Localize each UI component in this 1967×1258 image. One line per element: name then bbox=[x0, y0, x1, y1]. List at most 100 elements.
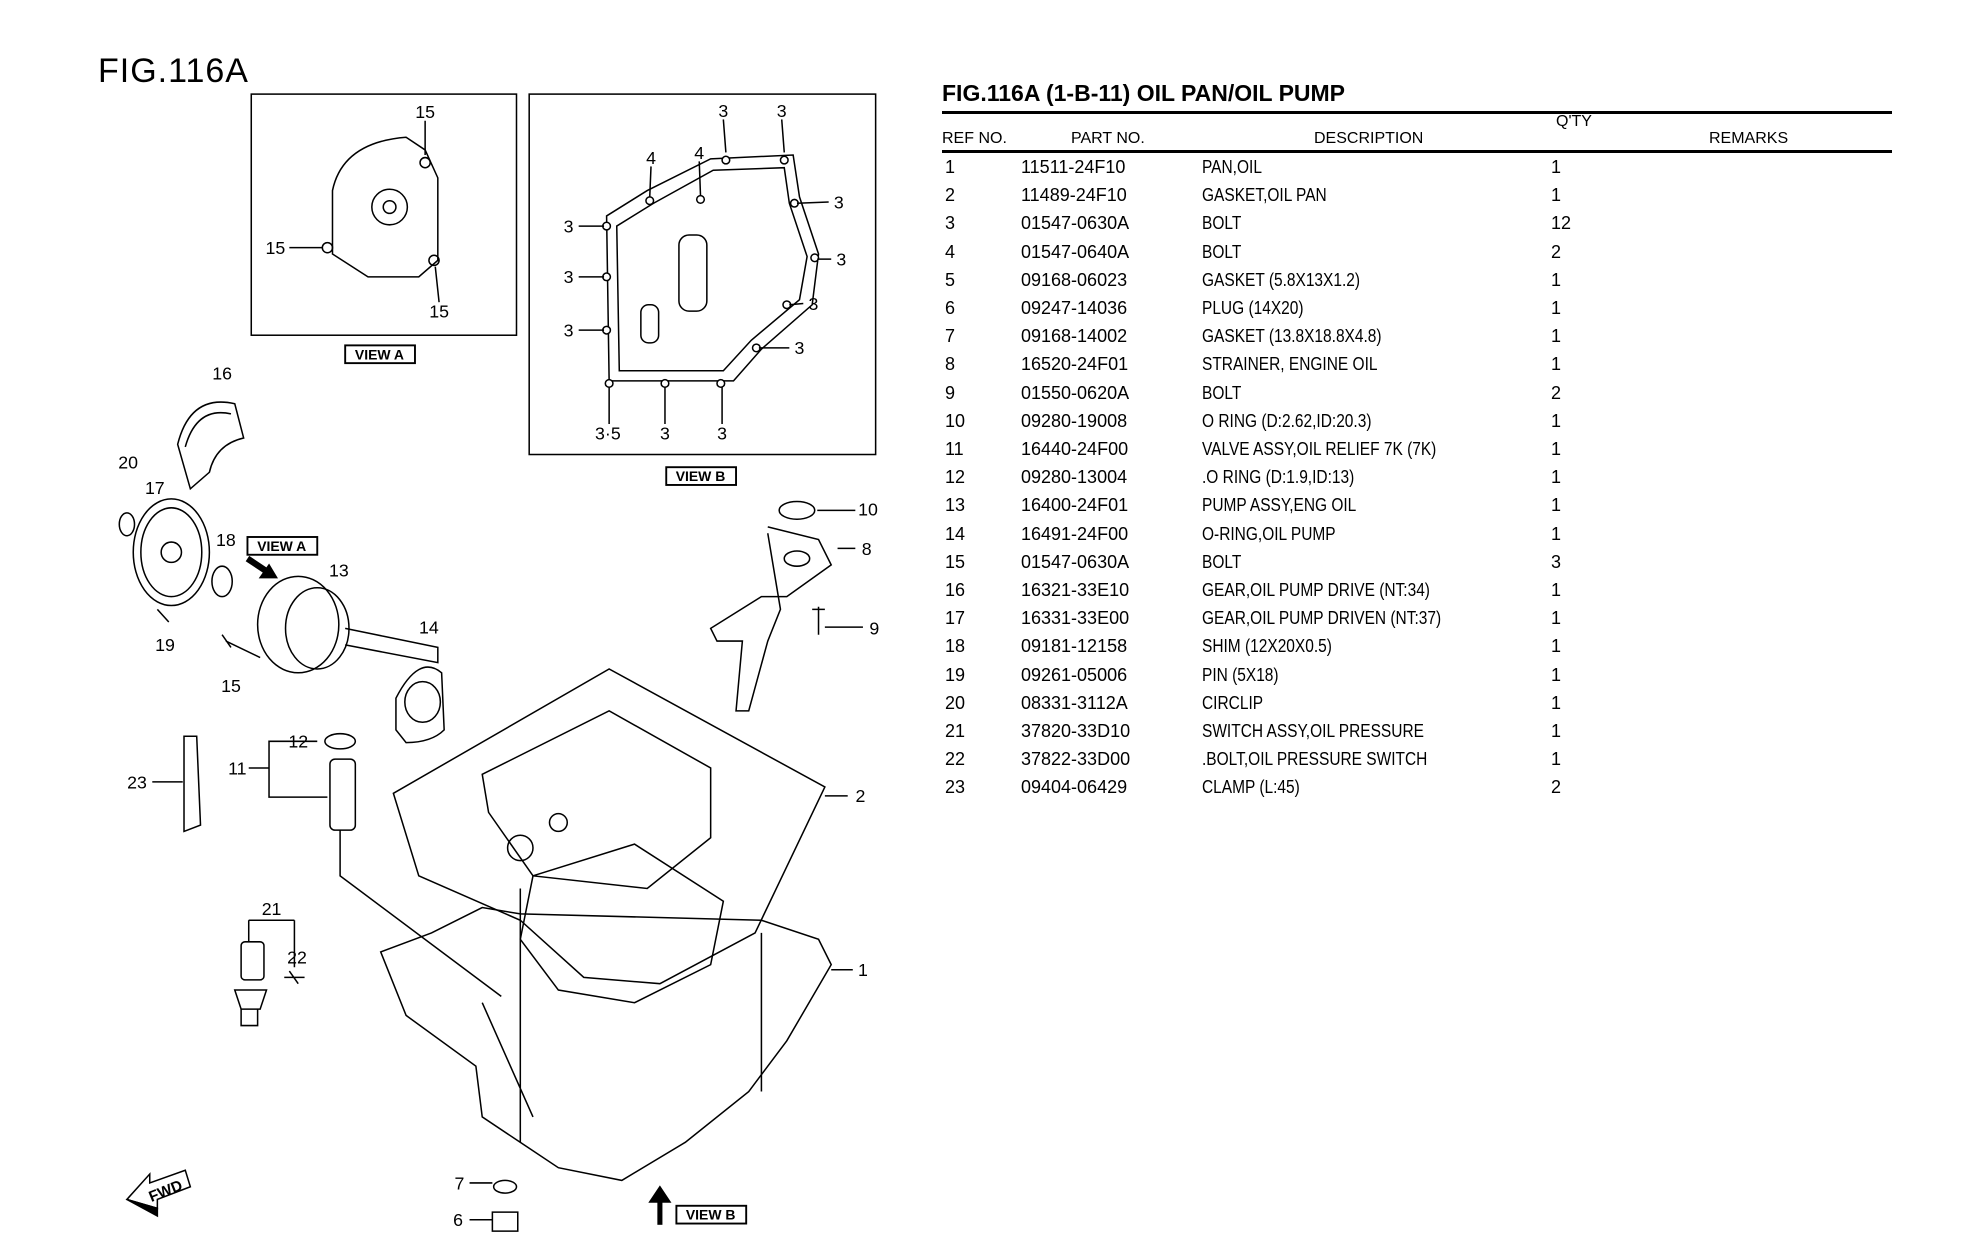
view-a-frame bbox=[250, 93, 518, 336]
callout: 15 bbox=[429, 301, 449, 321]
plug-6 bbox=[469, 1182, 519, 1232]
callout: 3 bbox=[660, 423, 670, 443]
ref-cell: 6 bbox=[945, 298, 956, 318]
part-no-cell: 16321-33E10 bbox=[1021, 580, 1130, 600]
qty-cell: 1 bbox=[1551, 608, 1562, 629]
callout: 19 bbox=[155, 635, 175, 655]
part-no-cell: 16331-33E00 bbox=[1021, 608, 1130, 629]
ref-cell: 16 bbox=[945, 580, 966, 600]
header-rule bbox=[942, 150, 1892, 153]
description-cell: GEAR,OIL PUMP DRIVE (NT:34) bbox=[1202, 580, 1430, 600]
header-ref: REF NO. bbox=[942, 130, 1007, 147]
callout: 8 bbox=[862, 539, 872, 559]
o-ring-14 bbox=[395, 666, 445, 744]
driven-gear-17 bbox=[132, 498, 211, 607]
ref-cell: 18 bbox=[945, 636, 966, 657]
callout: 15 bbox=[221, 676, 241, 696]
callout: 15 bbox=[266, 238, 286, 258]
view-b-gasket-outline bbox=[605, 154, 820, 382]
part-no-cell: 01547-0630A bbox=[1021, 213, 1130, 234]
pin-19 bbox=[156, 608, 170, 623]
header-qty: Q'TY bbox=[1556, 113, 1592, 130]
clamp-23 bbox=[183, 735, 202, 833]
description-cell: STRAINER, ENGINE OIL bbox=[1202, 354, 1378, 375]
callouts: 15 15 15 3 3 4 4 3 3 3 3 3 3 3 3·5 3 3 1… bbox=[118, 101, 879, 1230]
callout: 3 bbox=[809, 294, 819, 314]
ref-cell: 11 bbox=[945, 439, 964, 459]
qty-cell: 1 bbox=[1551, 664, 1562, 685]
callout: 3 bbox=[564, 267, 574, 287]
callout: 18 bbox=[216, 530, 236, 550]
qty-cell: 1 bbox=[1551, 410, 1562, 431]
callout: 12 bbox=[288, 732, 308, 752]
callout: 1 bbox=[858, 960, 868, 980]
qty-cell: 1 bbox=[1551, 495, 1562, 516]
ref-cell: 20 bbox=[945, 692, 966, 713]
callout: 22 bbox=[287, 947, 307, 967]
qty-cell: 3 bbox=[1551, 551, 1562, 572]
view-b-arrow-label: VIEW B bbox=[686, 1207, 736, 1223]
callout: 3 bbox=[795, 338, 805, 358]
strainer-8 bbox=[709, 526, 833, 712]
part-no-cell: 01550-0620A bbox=[1021, 382, 1130, 403]
part-no-cell: 16440-24F00 bbox=[1021, 439, 1129, 459]
part-no-cell: 11511-24F10 bbox=[1021, 157, 1126, 177]
description-cell: BOLT bbox=[1202, 382, 1242, 403]
part-no-cell: 09168-14002 bbox=[1021, 326, 1128, 347]
ref-cell: 22 bbox=[945, 749, 966, 770]
part-no-cell: 09404-06429 bbox=[1021, 777, 1128, 798]
qty-cell: 1 bbox=[1551, 721, 1562, 741]
callout: 21 bbox=[262, 899, 282, 919]
description-cell: PLUG (14X20) bbox=[1202, 298, 1304, 318]
description-cell: GASKET (13.8X18.8X4.8) bbox=[1202, 326, 1382, 347]
header-part: PART NO. bbox=[1071, 130, 1145, 147]
callout: 15 bbox=[415, 102, 435, 122]
ref-cell: 5 bbox=[945, 269, 956, 290]
bolt-9 bbox=[812, 606, 825, 635]
description-cell: SHIM (12X20X0.5) bbox=[1202, 636, 1332, 657]
header-description: DESCRIPTION bbox=[1314, 130, 1424, 147]
table-row: 16 16321-33E10 GEAR,OIL PUMP DRIVE (NT:34)… bbox=[0, 580, 1967, 608]
qty-cell: 1 bbox=[1551, 157, 1562, 177]
table-row: 10 09280-19008 O RING (D:2.62,ID:20.3) 1 bbox=[0, 411, 1967, 439]
qty-cell: 1 bbox=[1551, 439, 1562, 459]
part-no-cell: 09247-14036 bbox=[1021, 298, 1128, 318]
part-no-cell: 09280-19008 bbox=[1021, 410, 1128, 431]
ref-cell: 3 bbox=[945, 213, 956, 234]
description-cell: GASKET (5.8X13X1.2) bbox=[1202, 269, 1361, 290]
gasket-7 bbox=[492, 1179, 518, 1194]
description-cell: PAN,OIL bbox=[1202, 157, 1262, 177]
callout: 4 bbox=[694, 143, 704, 163]
shim-18 bbox=[211, 565, 233, 598]
view-a-arrow-label: VIEW A bbox=[257, 538, 306, 554]
part-no-cell: 16520-24F01 bbox=[1021, 354, 1129, 375]
callout: 6 bbox=[453, 1210, 463, 1230]
ref-cell: 10 bbox=[945, 410, 966, 431]
bolt-15 bbox=[221, 634, 261, 659]
ref-cell: 12 bbox=[945, 467, 966, 488]
part-no-cell: 09181-12158 bbox=[1021, 636, 1128, 657]
drive-gear-16 bbox=[176, 401, 245, 491]
callout: 7 bbox=[454, 1173, 464, 1193]
ref-cell: 4 bbox=[945, 241, 956, 262]
ref-cell: 13 bbox=[945, 495, 966, 516]
qty-cell: 1 bbox=[1551, 326, 1562, 347]
description-cell: O RING (D:2.62,ID:20.3) bbox=[1202, 410, 1372, 431]
qty-cell: 1 bbox=[1551, 523, 1562, 544]
part-no-cell: 11489-24F10 bbox=[1021, 185, 1127, 206]
description-cell: .O RING (D:1.9,ID:13) bbox=[1202, 467, 1355, 488]
qty-cell: 1 bbox=[1551, 580, 1562, 600]
part-no-cell: 09168-06023 bbox=[1021, 269, 1128, 290]
description-cell: O-RING,OIL PUMP bbox=[1202, 523, 1336, 544]
callout: 4 bbox=[646, 148, 656, 168]
